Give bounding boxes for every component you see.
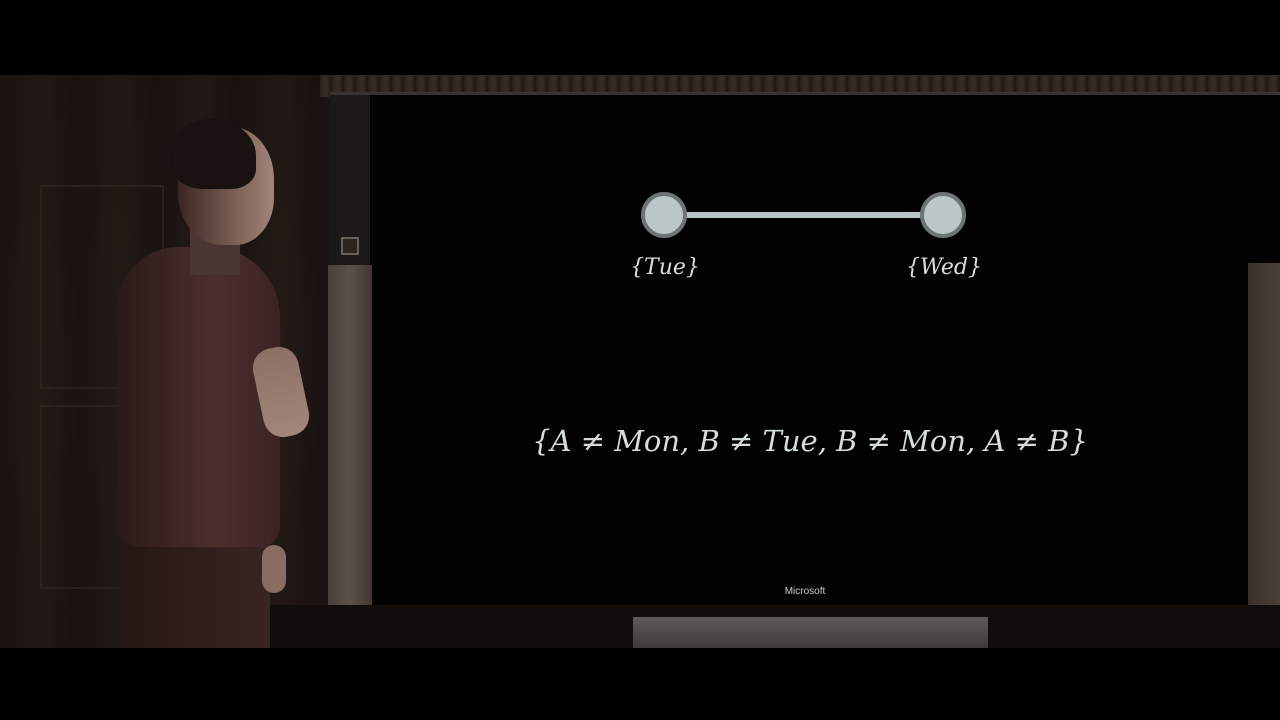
presenter-legs bbox=[120, 535, 270, 648]
node-a-domain-label: {Tue} bbox=[630, 255, 700, 280]
wall-pillar bbox=[328, 265, 372, 610]
graph-node-a bbox=[641, 192, 687, 238]
letterbox-top bbox=[0, 0, 1280, 75]
ceiling-trim bbox=[320, 75, 1280, 97]
wall-outlet-icon bbox=[341, 237, 359, 255]
graph-node-b bbox=[920, 192, 966, 238]
presenter-lower-hand bbox=[262, 545, 286, 593]
constraint-set: {A ≠ Mon, B ≠ Tue, B ≠ Mon, A ≠ B} bbox=[532, 424, 1088, 458]
presenter-hair bbox=[170, 119, 256, 189]
podium-brand-label: Microsoft bbox=[784, 586, 826, 597]
letterbox-bottom bbox=[0, 648, 1280, 720]
lecture-scene: Microsoft bbox=[0, 75, 1280, 648]
presenter-torso bbox=[118, 247, 280, 547]
presenter bbox=[0, 75, 330, 648]
right-wall-panel bbox=[1248, 263, 1280, 608]
node-b-domain-label: {Wed} bbox=[906, 255, 982, 280]
graph-edge bbox=[665, 212, 945, 218]
projector-screen bbox=[370, 95, 1280, 615]
podium bbox=[633, 617, 988, 648]
